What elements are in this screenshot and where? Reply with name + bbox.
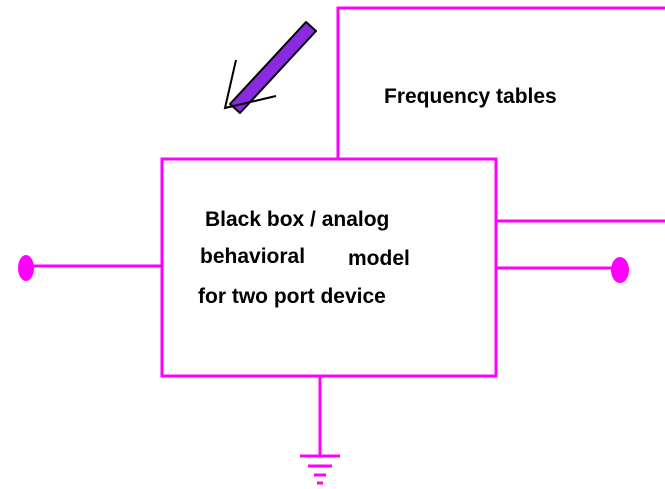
black-box-label-line2-word1: behavioral: [200, 245, 305, 268]
black-box-rect: [160, 157, 498, 378]
input-port: [18, 255, 162, 281]
ground-connection: [300, 376, 340, 485]
output-terminal: [611, 257, 629, 283]
pointer-arrow-icon: [223, 21, 317, 114]
input-terminal: [18, 255, 34, 281]
black-box-model: Black box / analog behavioral model for …: [160, 157, 498, 378]
black-box-label-line3: for two port device: [198, 285, 386, 308]
arrow-shaft: [229, 21, 317, 114]
arrow-head: [223, 59, 277, 110]
output-port: [496, 257, 629, 283]
frequency-tables-box: [336, 6, 665, 160]
black-box-label-line2-word2: model: [348, 247, 410, 270]
frequency-tables-label: Frequency tables: [384, 85, 557, 108]
frequency-tables-block: Frequency tables: [336, 6, 665, 160]
black-box-label-line1: Black box / analog: [205, 208, 389, 231]
ground-symbol-icon: [300, 454, 340, 485]
